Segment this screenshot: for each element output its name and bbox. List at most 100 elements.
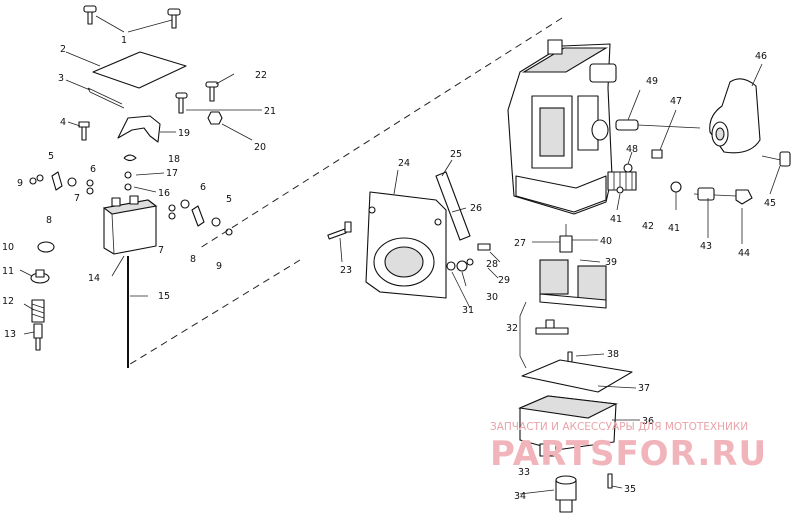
callout-11: 11: [2, 266, 14, 277]
callout-8b: 8: [190, 254, 196, 265]
part-gasket-3: [87, 87, 125, 109]
callout-46: 46: [755, 51, 767, 62]
callout-8a: 8: [46, 215, 52, 226]
part-spring-28: [477, 243, 491, 251]
callout-38: 38: [607, 349, 619, 360]
part-adjust-screw-43: [693, 187, 737, 201]
watermark-tagline: ЗАПЧАСТИ И АКСЕССУАРЫ ДЛЯ МОТОТЕХНИКИ: [490, 421, 748, 433]
callout-labels: 1 2 3 4 19 18 17 16 22 21 20 5 6 9 8 7 6…: [2, 35, 776, 502]
callout-26: 26: [470, 203, 482, 214]
callout-23: 23: [340, 265, 352, 276]
part-washer-41a: [616, 186, 624, 194]
watermark: ЗАПЧАСТИ И АКСЕССУАРЫ ДЛЯ МОТОТЕХНИКИ PA…: [490, 421, 767, 474]
part-collar-7b: [86, 187, 94, 195]
part-pin-6a: [67, 177, 77, 187]
part-washer-5b: [211, 217, 221, 227]
part-clip-18: [123, 154, 137, 162]
part-collar-7c: [168, 204, 176, 212]
callout-19: 19: [178, 128, 190, 139]
part-collar-7d: [168, 212, 176, 220]
callout-41b: 41: [668, 223, 680, 234]
callout-47: 47: [670, 96, 682, 107]
callout-2: 2: [60, 44, 66, 55]
part-screw-22: [205, 81, 219, 102]
callout-3: 3: [58, 73, 64, 84]
part-lever-8a: [51, 171, 63, 191]
callout-16: 16: [158, 188, 170, 199]
callout-5b: 5: [226, 194, 232, 205]
callout-5a: 5: [48, 151, 54, 162]
callout-24: 24: [398, 158, 410, 169]
callout-17: 17: [166, 168, 178, 179]
part-bracket-19: [117, 115, 161, 143]
callout-6a: 6: [90, 164, 96, 175]
part-washer-30: [456, 260, 468, 272]
callout-44: 44: [738, 248, 750, 259]
part-float-pin-32: [535, 319, 569, 335]
callout-48: 48: [626, 144, 638, 155]
part-lever-8b: [191, 205, 205, 227]
callout-41a: 41: [610, 214, 622, 225]
callout-18: 18: [168, 154, 180, 165]
leader-lines: [19, 15, 781, 495]
part-washer-16: [124, 183, 132, 191]
callout-35: 35: [624, 484, 636, 495]
callout-37: 37: [638, 383, 650, 394]
part-knob-44: [735, 189, 753, 205]
part-float-39: [539, 259, 607, 309]
part-gasket-37: [521, 359, 633, 393]
part-cap-46: [709, 78, 761, 154]
part-screw-1a: [83, 5, 97, 25]
callout-27: 27: [514, 238, 526, 249]
callout-9b: 9: [216, 261, 222, 272]
callout-43: 43: [700, 241, 712, 252]
callout-12: 12: [2, 296, 14, 307]
part-float-bowl-36: [517, 395, 618, 457]
callout-7a: 7: [74, 193, 80, 204]
callout-7b: 7: [158, 245, 164, 256]
callout-42: 42: [642, 221, 654, 232]
callout-45: 45: [764, 198, 776, 209]
watermark-brand: PARTSFOR.RU: [490, 434, 767, 474]
part-carburetor-body: [507, 39, 617, 215]
part-spring-screw-12: [31, 299, 45, 323]
part-screw-23: [327, 221, 352, 240]
part-washer-41b: [670, 181, 682, 193]
part-idle-screw-13: [33, 323, 43, 351]
part-slide-valve-14: [102, 195, 158, 255]
callout-28: 28: [486, 259, 498, 270]
part-washer-9b: [225, 228, 233, 236]
callout-15: 15: [158, 291, 170, 302]
part-screw-4: [78, 121, 90, 141]
part-screw-21: [175, 92, 188, 114]
callout-9a: 9: [17, 178, 23, 189]
callout-14: 14: [88, 273, 100, 284]
callout-40: 40: [600, 236, 612, 247]
part-washer-5a: [36, 174, 44, 182]
callout-20: 20: [254, 142, 266, 153]
part-washer-48: [623, 163, 633, 173]
part-cover-plate-2: [92, 51, 187, 89]
callout-31: 31: [462, 305, 474, 316]
callout-36: 36: [642, 416, 654, 427]
part-pin-6b: [180, 199, 190, 209]
part-collar-7a: [86, 179, 94, 187]
callout-39: 39: [605, 257, 617, 268]
part-cap-10: [37, 241, 55, 253]
callout-21: 21: [264, 106, 276, 117]
callout-29: 29: [498, 275, 510, 286]
part-spring-17: [124, 171, 132, 179]
part-gasket-25: [435, 171, 471, 241]
alignment-line-lower: [126, 259, 301, 367]
callout-32: 32: [506, 323, 518, 334]
part-screw-45: [761, 151, 791, 167]
part-spring-42: [607, 171, 637, 191]
callout-1: 1: [121, 35, 127, 46]
callout-25: 25: [450, 149, 462, 160]
part-nut-20: [207, 111, 223, 125]
part-clip-47: [651, 149, 663, 159]
part-drain-screw-35: [607, 473, 613, 489]
part-washer-31: [446, 261, 456, 271]
part-main-jet-34: [555, 475, 577, 513]
